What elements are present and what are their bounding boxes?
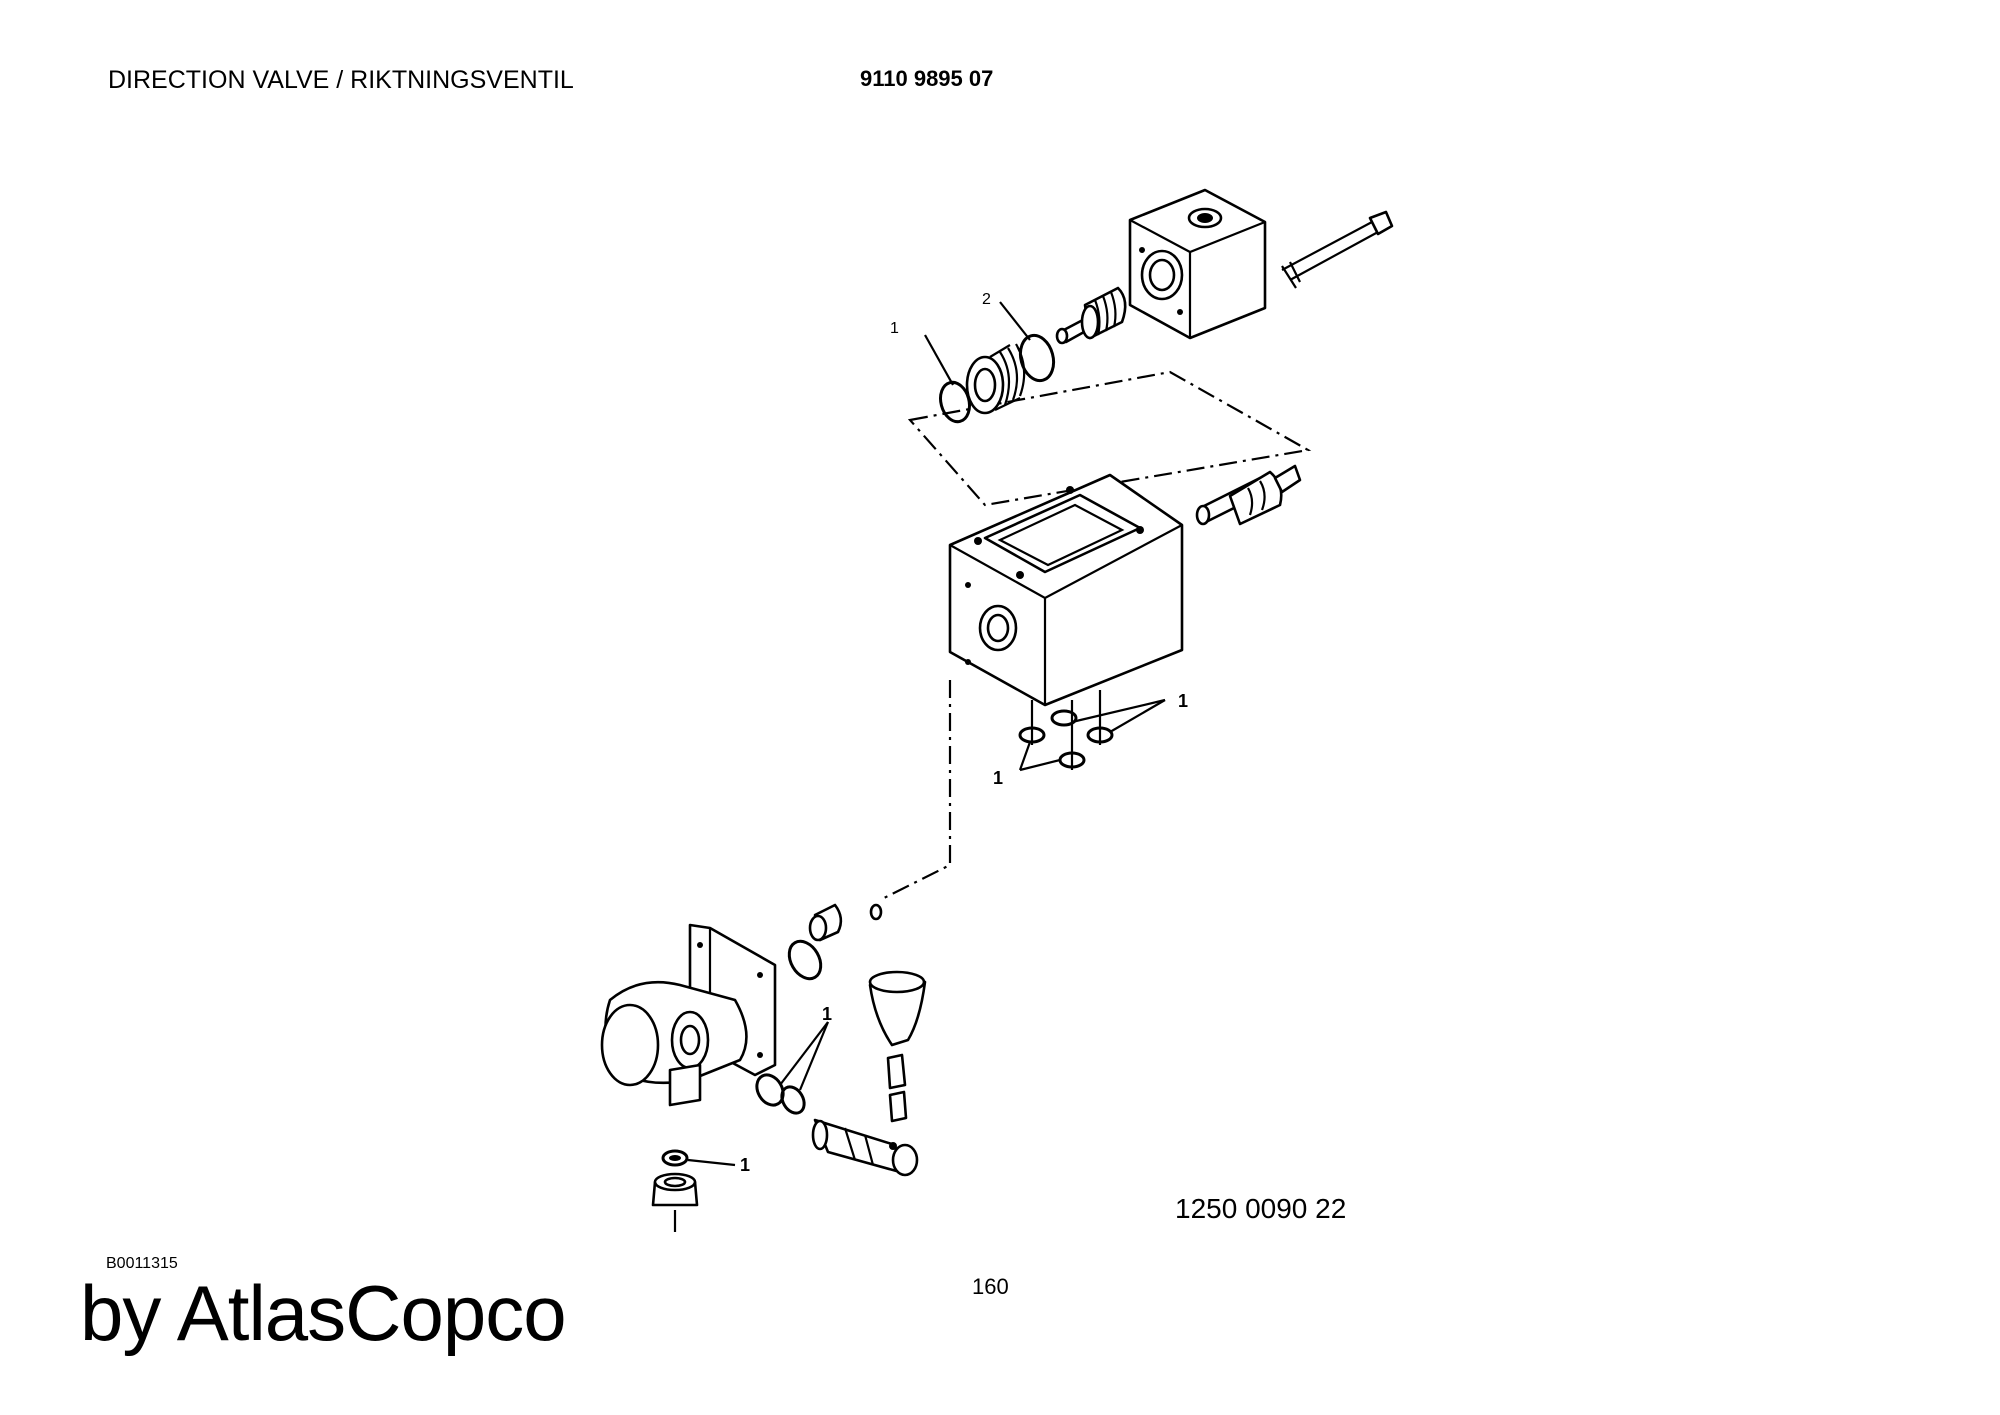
bottom-plug [651,1149,736,1232]
drawing-number: 1250 0090 22 [1175,1193,1347,1224]
callout-label: 1 [822,1004,832,1024]
brand-footer: by AtlasCopco [80,1269,567,1357]
assembly-guide-line-top [907,370,1312,507]
valve-body [948,473,1184,707]
part-number: 9110 9895 07 [860,66,994,91]
o-ring-2 [1018,333,1056,383]
callout-label: 1 [890,320,899,337]
end-block [1128,188,1267,340]
o-ring-1 [939,380,971,424]
long-bolt [1281,210,1394,289]
callout-label: 2 [982,291,991,308]
spool-piston [1055,286,1127,345]
right-piston [1195,464,1302,526]
document-title: DIRECTION VALVE / RIKTNINGSVENTIL [108,66,574,94]
lever-seal-2 [780,1085,806,1115]
o-ring-lever [787,939,823,981]
callout-label: 1 [993,768,1003,788]
callout-label: 1 [1178,691,1188,711]
assembly-guide-line-bottom [879,680,952,901]
check-ball [808,903,883,942]
lever-shaft [811,1118,919,1177]
callout-label: 1 [740,1155,750,1175]
spool-sleeve [965,343,1026,415]
reference-code: B0011315 [106,1255,178,1272]
lever-knob [868,970,927,1123]
lever-housing [600,923,777,1107]
bottom-seals [1018,690,1166,772]
page-number: 160 [972,1274,1009,1299]
